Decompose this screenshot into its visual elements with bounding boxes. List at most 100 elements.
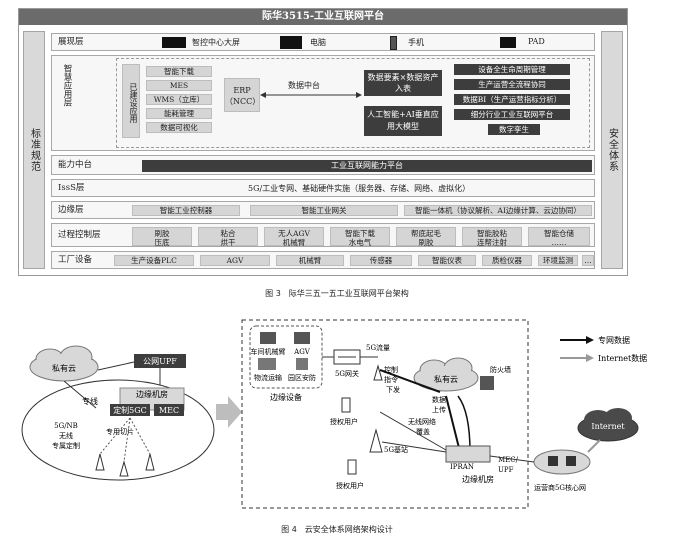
firewall-label: 防火墙 [490,365,511,374]
layer-label: 智慧应用层 [62,64,72,107]
robot-arm-icon [260,332,276,344]
display-item: 手机 [408,38,424,47]
public-upf-label: 公网UPF [143,357,177,366]
camera-icon [296,358,308,370]
figure-4-caption: 图 4 云安全体系网络架构设计 [281,525,393,534]
monitor-icon [280,36,302,49]
auth-user-label: 授权用户 [336,481,364,490]
display-item: 智控中心大屏 [192,38,240,47]
transition-arrow [216,396,242,428]
platform-title: 际华3515-工业互联网平台 [19,9,627,25]
edge-room-label: 边缘机房 [136,389,168,399]
firewall-icon [480,376,494,390]
data-center-label: 数据中台 [288,81,320,90]
wireless-label: 覆盖 [416,427,430,436]
gateway-label: 5G网关 [335,369,359,378]
factory-item: AGV [200,255,270,266]
edge-room-label: 边缘机房 [462,474,494,484]
right-app: 生产运营全流程协同 [454,79,570,90]
factory-item: 质检仪器 [482,255,532,266]
iaas-text: 5G/工业专网、基础硬件实施（服务器、存储、网络、虚拟化） [248,184,471,193]
layer-label: 工厂设备 [58,255,93,265]
iaas-layer: IssS层 5G/工业专网、基础硬件实施（服务器、存储、网络、虚拟化） [51,179,595,197]
factory-item: … [582,255,594,266]
agv-icon [294,332,310,344]
base-station-icon [369,428,383,453]
smart-application-layer: 智慧应用层 已建设应用 智能下载 MES WMS（立库） 能耗管理 数据可视化 … [51,55,595,151]
capability-platform-bar: 工业互联网能力平台 [142,160,592,172]
figure-3-caption: 图 3 际华三五一五工业互联网平台架构 [265,289,409,298]
layer-label: 能力中台 [58,160,93,170]
legend-label: 专网数据 [598,335,630,345]
layer-label: IssS层 [58,183,85,193]
factory-item: 环境监测 [538,255,578,266]
upload-label: 数据 [432,395,446,404]
public-upf-box [134,354,186,368]
truck-icon [258,358,276,370]
antenna-icon [373,364,383,381]
custom-5gc-box [110,404,150,416]
cloud-label: 私有云 [52,363,76,373]
mec-upf-label: MEC/ [498,456,519,464]
display-item: PAD [528,37,545,46]
edge-item: 智能一体机（协议解析、AI边缘计算、云边协同） [404,205,592,216]
wireless-label: 无线网络 [408,417,436,426]
tower-icon [145,453,155,471]
display-layer: 展现层 智控中心大屏 电脑 手机 PAD [51,33,595,51]
factory-item: 智能仪表 [418,255,476,266]
security-side-bar: 安全体系 [601,31,623,269]
tower-icon [95,453,105,471]
factory-item: 传感器 [350,255,412,266]
layer-label: 边缘层 [58,205,84,215]
dedicated-line-label: 专线 [82,396,98,406]
legend-label: Internet数据 [598,353,647,363]
slice-text: 无线 [59,431,73,440]
process-item: 智能下载水电气 [330,227,390,247]
auth-user-label: 授权用户 [330,417,358,426]
built-apps-label: 已建设应用 [122,64,140,138]
process-item: 智能胶粘连帮注射 [462,227,522,247]
right-app: 数字孪生 [488,124,540,135]
edge-device-label: 园区安防 [288,373,316,382]
control-label: 指令 [384,375,398,384]
process-item: 智能仓储…… [528,227,590,247]
platform-architecture-diagram: 际华3515-工业互联网平台 标准规范 安全体系 展现层 智控中心大屏 电脑 手… [18,8,628,276]
tower-icon [119,460,129,477]
edge-device-label: 车间机械臂 [251,347,286,356]
built-app: 智能下载 [146,66,212,77]
slice-text: 专属定制 [52,441,80,450]
private-cloud-right: 私有云 [413,357,479,392]
factory-equipment-layer: 工厂设备 生产设备PLC AGV 机械臂 传感器 智能仪表 质检仪器 环境监测 … [51,251,595,269]
control-label: 下发 [386,385,400,394]
layer-label: 展现层 [58,37,84,47]
right-app: 设备全生命周期管理 [454,64,570,75]
data-center-arrow [260,92,362,98]
mec-label: MEC [159,406,179,415]
edge-layer: 边缘层 智能工业控制器 智能工业网关 智能一体机（协议解析、AI边缘计算、云边协… [51,201,595,219]
display-item: 电脑 [310,38,326,47]
phone-icon [341,397,351,413]
base-station-label: 5G基站 [384,445,408,454]
process-item: 粘合烘干 [198,227,258,247]
mec-box [154,404,184,416]
ai-model-box: 人工智能+AI垂直应用大模型 [364,106,442,136]
right-app: 细分行业工业互联网平台 [454,109,570,120]
process-item: 刷胶压底 [132,227,192,247]
factory-item: 机械臂 [276,255,344,266]
process-item: 帮底起毛刷胶 [396,227,456,247]
built-app: WMS（立库） [146,94,212,105]
right-app: 数据BI（生产运营指标分析） [454,94,570,105]
built-app: MES [146,80,212,91]
edge-device-label: AGV [293,348,311,356]
built-app: 能耗管理 [146,108,212,119]
cloud-label: 私有云 [434,374,458,384]
custom-5gc-label: 定制5GC [113,405,147,415]
capability-layer: 能力中台 工业互联网能力平台 [51,155,595,175]
standards-side-bar: 标准规范 [23,31,45,269]
private-cloud-left: 私有云 [29,345,99,382]
cloud-security-frame [241,319,529,509]
ipran-router [445,445,491,463]
edge-item: 智能工业控制器 [132,205,240,216]
